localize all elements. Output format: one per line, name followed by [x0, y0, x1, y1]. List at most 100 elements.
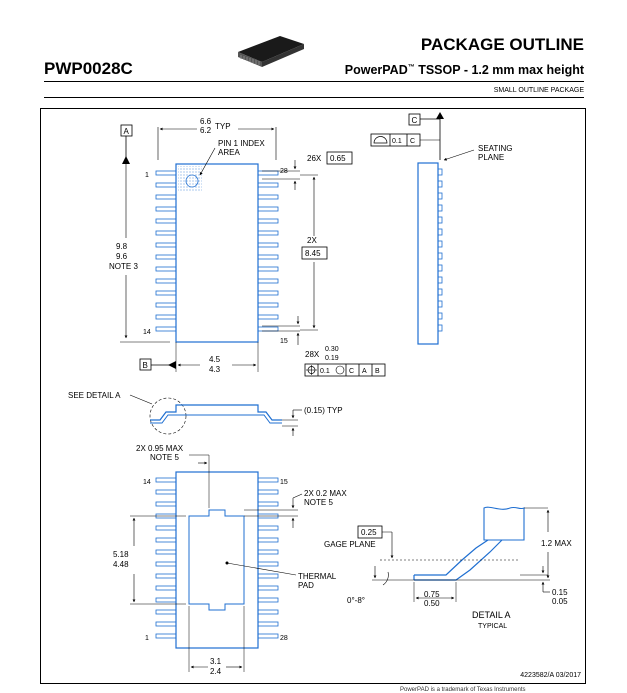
bottom-lead-left: [155, 561, 177, 567]
subtitle-prefix: PowerPAD: [344, 63, 408, 77]
seating-plane-line2: PLANE: [478, 153, 504, 162]
bottom-pin-14: 14: [143, 479, 151, 486]
position-tolerance-frame: 0.1 C A B: [304, 363, 386, 377]
bottom-lead-right: [257, 633, 279, 639]
top-leads-left: [155, 170, 177, 332]
top-view: A 6.6 6.2 TYP PIN 1 INDEX AREA 26X 0.65 …: [109, 117, 386, 377]
lead-width-min: 0.19: [325, 355, 339, 362]
datum-c-box: [408, 113, 421, 126]
side-lead: [437, 324, 443, 332]
drawing-frame: [40, 108, 586, 684]
bottom-lead-left: [155, 585, 177, 591]
trademark-note: PowerPAD is a trademark of Texas Instrum…: [400, 687, 526, 693]
detail-body-outline: [483, 506, 525, 541]
span-count: 2X: [307, 236, 317, 245]
foot-max: 0.75: [424, 590, 440, 599]
foot-min: 0.50: [424, 599, 440, 608]
side-lead: [437, 300, 443, 308]
width-min: 6.2: [200, 126, 212, 135]
side-lead: [437, 252, 443, 260]
width-max: 6.6: [200, 117, 212, 126]
side-lead: [437, 228, 443, 236]
body-width-min: 4.3: [209, 365, 221, 374]
trademark-symbol: ™: [407, 63, 415, 71]
top-lead-right: [257, 302, 279, 308]
bottom-lead-right: [257, 489, 279, 495]
seating-plane-line1: SEATING: [478, 144, 513, 153]
top-lead-left: [155, 314, 177, 320]
bottom-lead-right: [257, 561, 279, 567]
top-body-outline: [175, 163, 259, 343]
bottom-lead-left: [155, 573, 177, 579]
bottom-lead-right: [257, 537, 279, 543]
length-note: NOTE 3: [109, 262, 138, 271]
datum-c-label: C: [412, 116, 418, 125]
thermal-pad-outline: [188, 509, 245, 611]
top-pin-14: 14: [143, 329, 151, 336]
top-lead-right: [257, 242, 279, 248]
exposed-pad-width-note: NOTE 5: [304, 498, 333, 507]
pitch-value: 0.65: [330, 154, 346, 163]
side-body-outline: [417, 162, 439, 345]
header-rule: [44, 81, 584, 82]
bottom-pin-28: 28: [280, 635, 288, 642]
top-lead-left: [155, 230, 177, 236]
flatness-frame: 0.1 C: [370, 133, 440, 147]
top-lead-right: [257, 182, 279, 188]
position-tolerance: 0.1: [320, 368, 330, 375]
datum-a-box: [120, 124, 133, 137]
side-lead: [437, 312, 443, 320]
top-lead-right: [257, 326, 279, 332]
pin1-index-line2: AREA: [218, 148, 240, 157]
top-lead-left: [155, 242, 177, 248]
top-lead-right: [257, 230, 279, 236]
side-leads: [437, 168, 443, 332]
gage-plane-label: GAGE PLANE: [324, 540, 376, 549]
top-lead-right: [257, 206, 279, 212]
package-profile: [150, 404, 282, 421]
lead-width-max: 0.30: [325, 346, 339, 353]
exposed-pad-length: 2X 0.95 MAX: [136, 444, 184, 453]
top-pin-28: 28: [280, 168, 288, 175]
bottom-lead-left: [155, 633, 177, 639]
bottom-lead-left: [155, 501, 177, 507]
flatness-ref: C: [410, 138, 415, 145]
top-lead-left: [155, 194, 177, 200]
angle-range: 0°-8°: [347, 596, 365, 605]
top-lead-right: [257, 170, 279, 176]
top-lead-right: [257, 254, 279, 260]
top-lead-left: [155, 266, 177, 272]
detail-a-subtitle: TYPICAL: [478, 623, 507, 630]
datum-b-label: B: [143, 361, 148, 370]
body-width-max: 4.5: [209, 355, 221, 364]
pad-width-max: 3.1: [210, 657, 222, 666]
detail-a-view: 0.25 GAGE PLANE 1.2 MAX 0°-8° 0.75 0.50 …: [324, 506, 572, 630]
package-name: PWP0028C: [44, 59, 133, 78]
top-lead-left: [155, 278, 177, 284]
bottom-lead-left: [155, 477, 177, 483]
top-lead-left: [155, 290, 177, 296]
pin1-index-area: [178, 166, 202, 192]
top-lead-left: [155, 254, 177, 260]
see-detail-label: SEE DETAIL A: [68, 391, 121, 400]
side-lead: [437, 288, 443, 296]
width-typ: TYP: [215, 122, 231, 131]
detail-circle: [149, 397, 187, 435]
header-rule-lower: [44, 97, 584, 98]
bottom-lead-left: [155, 549, 177, 555]
standoff-min: 0.05: [552, 597, 568, 606]
top-lead-left: [155, 302, 177, 308]
position-ref-c: C: [349, 368, 354, 375]
side-lead: [437, 264, 443, 272]
mmc-symbol-icon: [335, 365, 345, 375]
pad-length-max: 5.18: [113, 550, 129, 559]
side-lead: [437, 276, 443, 284]
detail-lead-upper: [414, 539, 489, 576]
thermal-pad-line1: THERMAL: [298, 572, 337, 581]
bottom-lead-right: [257, 477, 279, 483]
bottom-lead-left: [155, 489, 177, 495]
length-min: 9.6: [116, 252, 128, 261]
standoff-max: 0.15: [552, 588, 568, 597]
bottom-lead-right: [257, 597, 279, 603]
